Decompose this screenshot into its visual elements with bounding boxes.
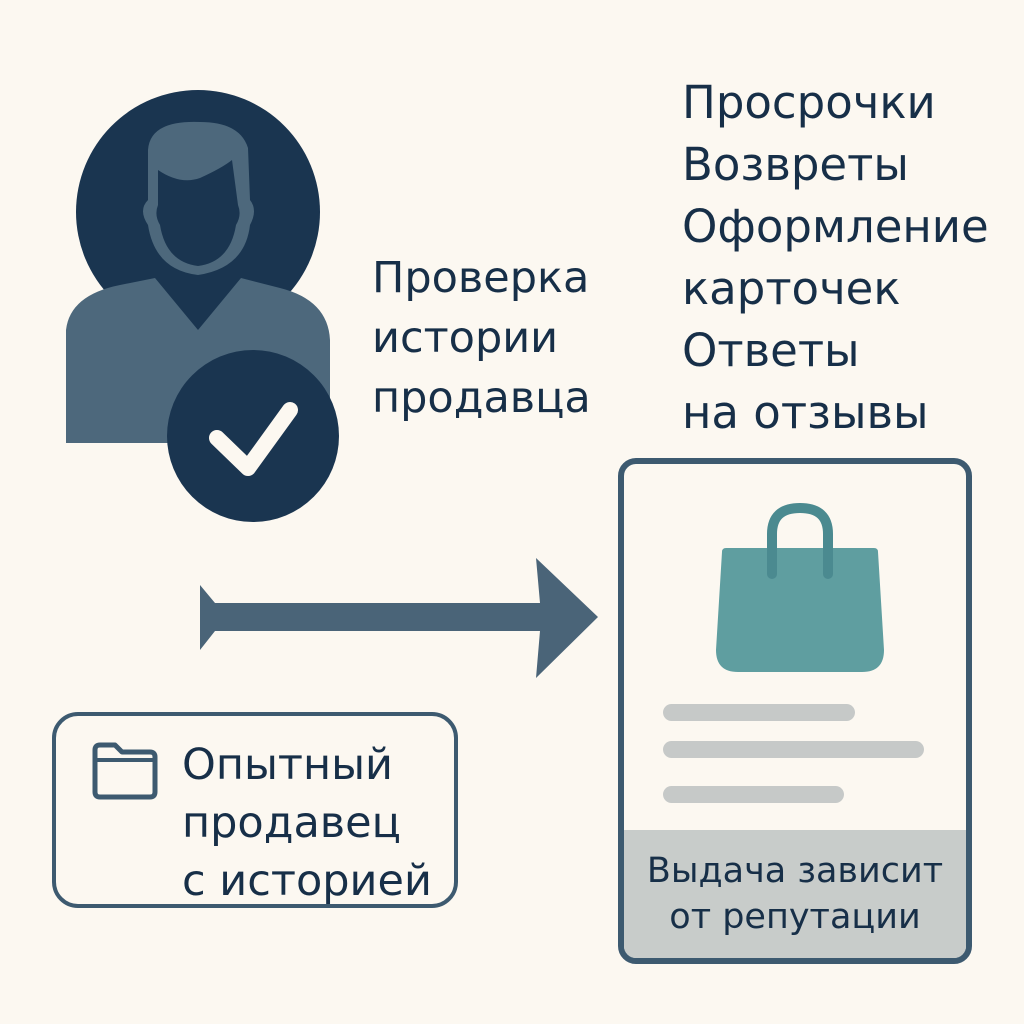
placeholder-line [663, 704, 855, 721]
verified-user-icon [66, 90, 339, 522]
issue-item: на отзывы [682, 386, 929, 439]
text-line: Опытный [182, 740, 393, 790]
placeholder-line [663, 741, 924, 758]
text-line: продавца [372, 373, 591, 423]
issue-item: Оформление [682, 200, 989, 253]
issue-item: Просрочки [682, 76, 936, 129]
seller-history-check-label: Проверка истории продавца [372, 248, 591, 428]
footer-line: Выдача зависит [646, 851, 944, 891]
issue-item: карточек [682, 262, 901, 315]
issues-list: Просрочки Возвреты Оформление карточек О… [682, 72, 989, 444]
footer-line: от репутации [669, 897, 921, 937]
arrow-right-icon [200, 558, 598, 678]
card-footer: Выдача зависит от репутации [624, 830, 966, 958]
checkmark-icon [209, 402, 298, 476]
text-line: Проверка [372, 253, 590, 303]
check-badge [167, 350, 339, 522]
product-card: Выдача зависит от репутации [618, 458, 972, 964]
text-line: продавец [182, 798, 401, 848]
shopping-bag-icon [716, 502, 884, 672]
experienced-seller-label: Опытный продавец с историей [182, 736, 432, 910]
issue-item: Возвреты [682, 138, 909, 191]
issue-item: Ответы [682, 324, 860, 377]
folder-icon [92, 742, 158, 800]
placeholder-line [663, 786, 844, 803]
text-line: истории [372, 313, 559, 363]
experienced-seller-box [52, 712, 458, 908]
text-line: с историей [182, 856, 432, 906]
